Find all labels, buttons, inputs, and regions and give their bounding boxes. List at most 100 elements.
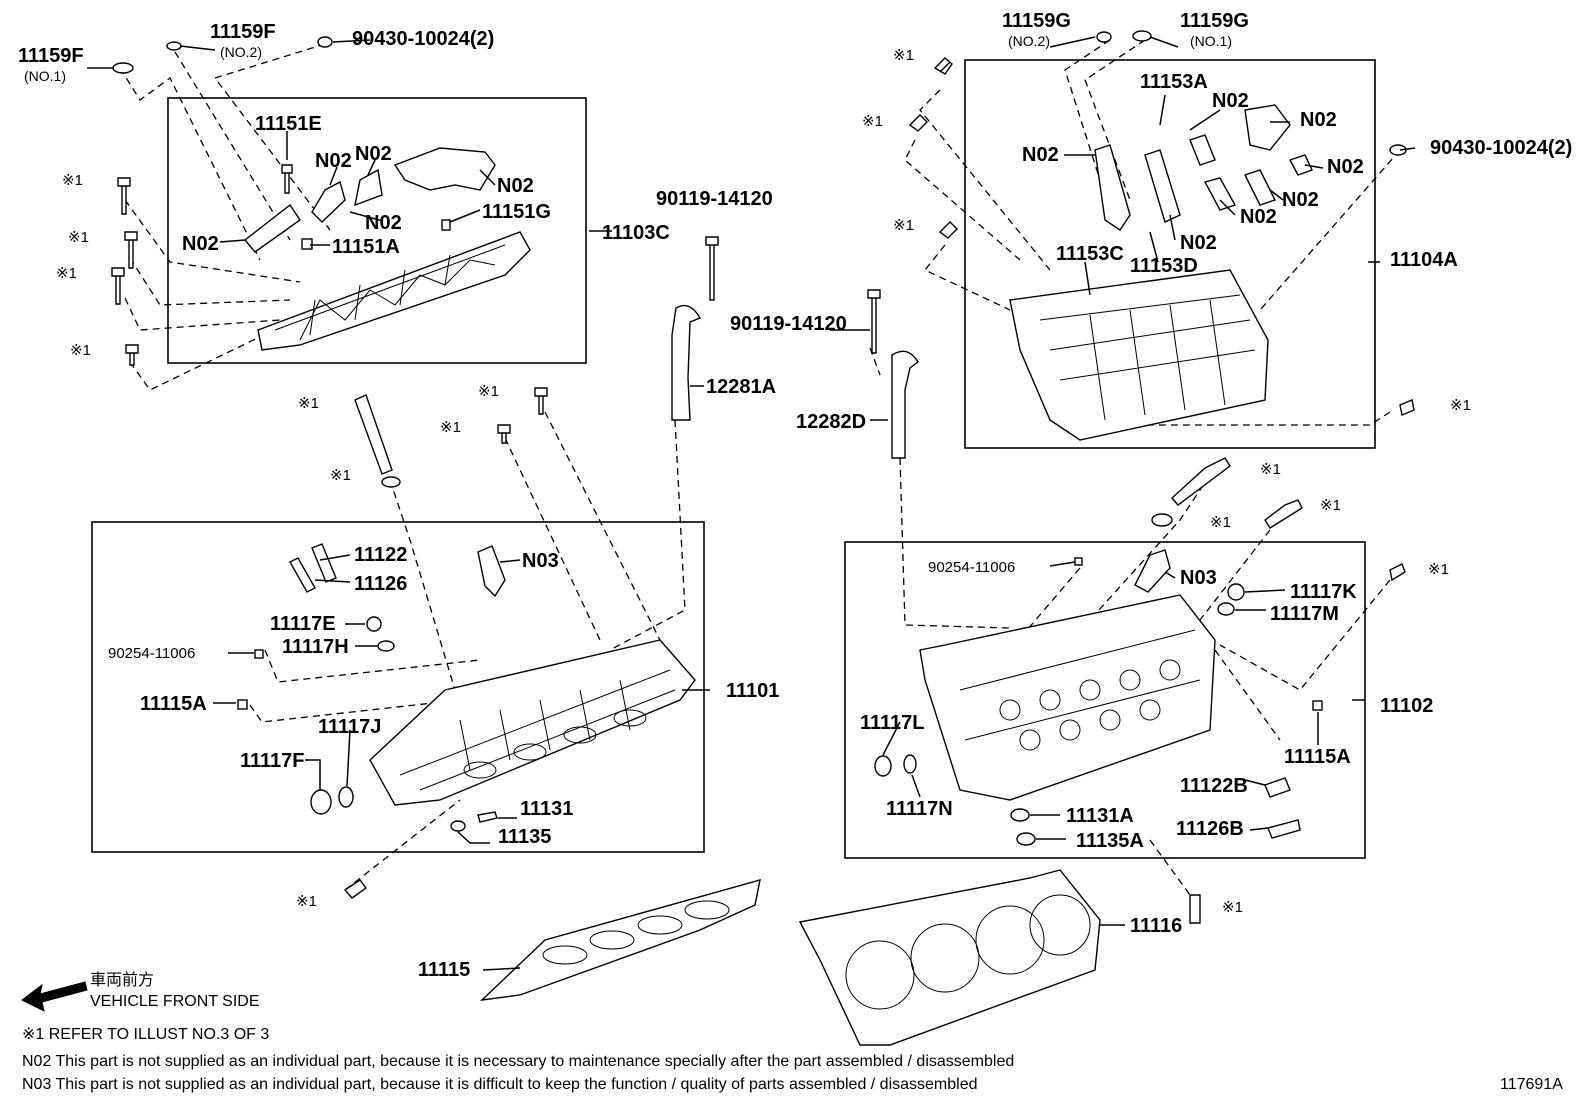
- left-camshaft-housing: [243, 147, 531, 351]
- label-ref1-n: ※1: [1450, 397, 1471, 414]
- label-11117E: 11117E: [270, 613, 336, 635]
- label-11135A: 11135A: [1076, 830, 1144, 852]
- label-11159F-no2-sub: (NO.2): [220, 44, 262, 60]
- label-11159G-no1-sub: (NO.1): [1190, 33, 1232, 49]
- label-11153C: 11153C: [1056, 243, 1124, 265]
- label-11115A-right: 11115A: [1284, 746, 1351, 768]
- leader-lines: [87, 36, 1416, 971]
- label-90119-b: 90119-14120: [730, 313, 847, 335]
- label-ref1-f: ※1: [330, 467, 351, 484]
- label-ref1-c: ※1: [56, 265, 77, 282]
- label-11151E: 11151E: [255, 113, 322, 135]
- direction-en: VEHICLE FRONT SIDE: [90, 993, 260, 1010]
- label-N02-f: N02: [1212, 90, 1249, 112]
- label-11126B: 11126B: [1176, 818, 1244, 840]
- left-cylinder-head: [237, 543, 696, 832]
- part-labels: 11159F (NO.1) 11159F (NO.2) 90430-10024(…: [18, 10, 1572, 981]
- label-ref1-j: ※1: [1222, 899, 1243, 916]
- n02-note: N02 This part is not supplied as an indi…: [22, 1053, 1014, 1070]
- label-11101: 11101: [726, 680, 779, 702]
- label-11103C: 11103C: [602, 222, 670, 244]
- label-ref1-a: ※1: [62, 172, 83, 189]
- label-N02-h: N02: [1022, 144, 1059, 166]
- head-gasket-left: [479, 879, 761, 1001]
- label-11117J: 11117J: [318, 716, 381, 738]
- ref-note: ※1 REFER TO ILLUST NO.3 OF 3: [22, 1026, 269, 1043]
- label-90119-a: 90119-14120: [656, 188, 773, 210]
- label-11151G: 11151G: [482, 201, 551, 223]
- label-11104A: 11104A: [1390, 249, 1458, 271]
- right-camshaft-housing: [1009, 30, 1407, 441]
- label-N02-c: N02: [497, 175, 534, 197]
- label-11159F-no2: 11159F: [210, 21, 276, 43]
- vehicle-front-arrow-icon: [21, 981, 88, 1012]
- label-ref1-r: ※1: [1428, 561, 1449, 578]
- label-ref1-e: ※1: [298, 395, 319, 412]
- label-ref1-m: ※1: [893, 217, 914, 234]
- label-90254-right: 90254-11006: [928, 559, 1015, 576]
- label-11117F: 11117F: [240, 750, 305, 772]
- label-N03-right: N03: [1180, 567, 1217, 589]
- frame-camshaft-housing-right: [964, 59, 1376, 449]
- label-12282D: 12282D: [796, 411, 866, 433]
- label-ref1-k: ※1: [893, 47, 914, 64]
- label-N02-b: N02: [355, 143, 392, 165]
- label-N02-e: N02: [182, 233, 219, 255]
- label-11153D: 11153D: [1130, 255, 1198, 277]
- label-11117K: 11117K: [1290, 581, 1357, 603]
- label-ref1-h: ※1: [478, 383, 499, 400]
- label-N02-k: N02: [1240, 206, 1277, 228]
- cam-chain-guides: [671, 304, 919, 459]
- label-11117H: 11117H: [282, 636, 349, 658]
- direction-jp: 車両前方: [90, 971, 154, 989]
- head-gasket-right: [798, 869, 1101, 1046]
- label-11159G-no2: 11159G: [1002, 10, 1071, 32]
- label-ref1-b: ※1: [68, 229, 89, 246]
- label-11159G-no1: 11159G: [1180, 10, 1249, 32]
- label-ref1-q: ※1: [1210, 514, 1231, 531]
- label-11117N: 11117N: [886, 798, 953, 820]
- label-11116: 11116: [1130, 915, 1182, 937]
- label-11131A: 11131A: [1066, 805, 1134, 827]
- illustration-id: 117691A: [1500, 1076, 1563, 1093]
- label-N02-d: N02: [365, 212, 402, 234]
- label-11122: 11122: [354, 544, 407, 566]
- label-11153A: 11153A: [1140, 71, 1208, 93]
- label-11159F-no1-sub: (NO.1): [24, 68, 66, 84]
- frame-camshaft-housing-left: [167, 97, 587, 364]
- bolts-and-small-parts: [111, 36, 1415, 924]
- label-12281A: 12281A: [706, 376, 776, 398]
- frame-cylinder-head-left: [91, 521, 705, 853]
- label-11159G-no2-sub: (NO.2): [1008, 33, 1050, 49]
- legend: 車両前方 VEHICLE FRONT SIDE ※1 REFER TO ILLU…: [21, 971, 1563, 1093]
- label-11131: 11131: [520, 798, 573, 820]
- label-90430-left: 90430-10024(2): [352, 28, 494, 50]
- label-N02-g: N02: [1300, 109, 1337, 131]
- label-N02-a: N02: [315, 150, 352, 172]
- label-N02-i: N02: [1327, 156, 1364, 178]
- label-11135: 11135: [498, 826, 551, 848]
- label-ref1-o: ※1: [1260, 461, 1281, 478]
- label-ref1-d: ※1: [70, 342, 91, 359]
- label-ref1-g: ※1: [440, 419, 461, 436]
- label-11117M: 11117M: [1270, 603, 1339, 625]
- label-11126: 11126: [354, 573, 407, 595]
- label-ref1-i: ※1: [296, 893, 317, 910]
- right-cylinder-head: [874, 549, 1323, 846]
- n03-note: N03 This part is not supplied as an indi…: [22, 1076, 978, 1093]
- label-90430-right: 90430-10024(2): [1430, 137, 1572, 159]
- label-11115: 11115: [418, 959, 470, 981]
- label-N03-left: N03: [522, 550, 559, 572]
- label-ref1-p: ※1: [1320, 497, 1341, 514]
- label-N02-j: N02: [1282, 189, 1319, 211]
- label-11115A-left: 11115A: [140, 693, 207, 715]
- label-N02-l: N02: [1180, 232, 1217, 254]
- label-90254-left: 90254-11006: [108, 645, 195, 662]
- label-11122B: 11122B: [1180, 775, 1248, 797]
- label-11159F-no1: 11159F: [18, 45, 84, 67]
- label-11151A: 11151A: [332, 236, 400, 258]
- label-11102: 11102: [1380, 695, 1433, 717]
- label-ref1-l: ※1: [862, 113, 883, 130]
- label-11117L: 11117L: [860, 712, 925, 734]
